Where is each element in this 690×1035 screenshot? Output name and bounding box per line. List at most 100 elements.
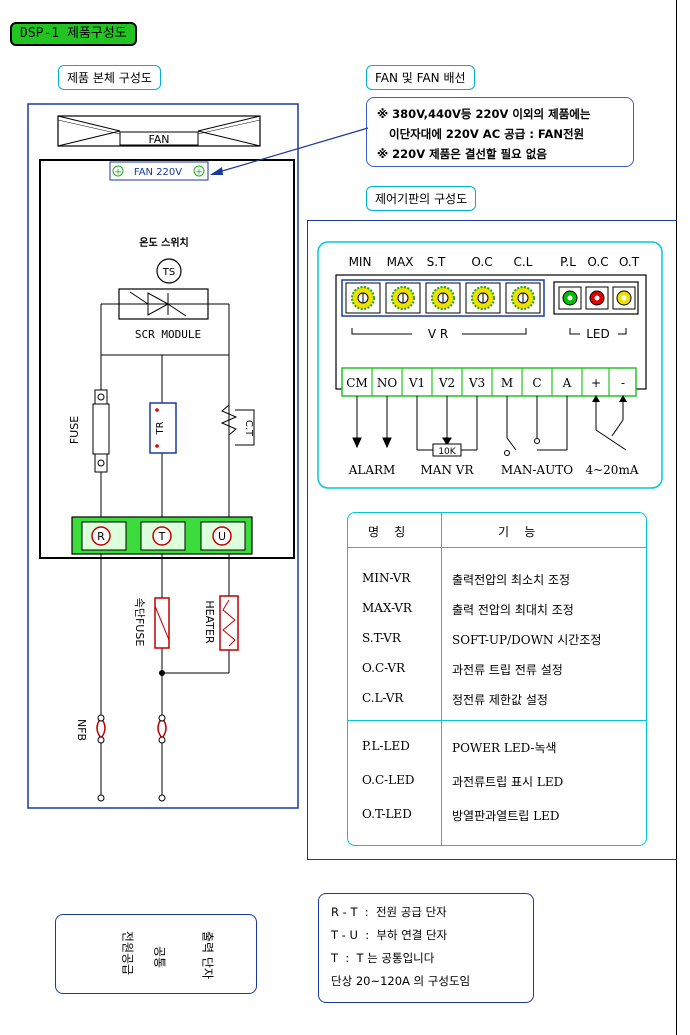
label-max: MAX [387, 255, 414, 269]
legend-col2: 공통 [152, 945, 167, 969]
fan-section-title: FAN 및 FAN 배선 [366, 65, 475, 90]
term-c: C [532, 376, 541, 390]
fan-shape [57, 115, 261, 147]
page-right-border [676, 0, 677, 1035]
fan-note-line1: ※ 380V,440V등 220V 이외의 제품에는 [377, 107, 591, 121]
terminal-notes-box: R - T : 전원 공급 단자 T - U : 부하 연결 단자 T : T … [318, 893, 534, 1003]
term-minus: - [621, 376, 625, 390]
fan-label: FAN [148, 133, 169, 146]
term-no: NO [377, 376, 398, 390]
scr-label: SCR MODULE [135, 328, 201, 341]
term-cm: CM [346, 376, 367, 390]
body-outer-frame [27, 103, 299, 809]
table-row: C.L-VR 정전류 제한값 설정 [348, 687, 646, 711]
legend-col1: 전원공급 [120, 930, 135, 976]
page-title: DSP-1 제품구성도 [10, 22, 137, 46]
row-function: 과전류트립 표시 LED [452, 775, 564, 789]
row-name: MIN-VR [362, 571, 411, 585]
fan-terminal-left [112, 165, 124, 177]
row-function: POWER LED-녹색 [452, 741, 557, 755]
term-plus: + [591, 376, 601, 390]
svg-text:+: + [195, 168, 203, 178]
table-row: O.T-LED 방열판과열트립 LED [348, 803, 646, 827]
table-row: O.C-LED 과전류트립 표시 LED [348, 769, 646, 793]
terminal-note-3: T : T 는 공통입니다 [331, 951, 435, 965]
label-man-auto: MAN-AUTO [501, 463, 573, 477]
inner-enclosure [39, 159, 295, 559]
row-function: 정전류 제한값 설정 [452, 693, 548, 707]
row-name: O.C-VR [362, 661, 406, 675]
term-v1: V1 [408, 376, 425, 390]
ts-label: TS [162, 267, 175, 278]
fan-terminal-block [109, 161, 209, 181]
control-section-title: 제어기판의 구성도 [366, 186, 477, 211]
resistor-10k [432, 443, 462, 457]
vr-label: V R [428, 327, 448, 341]
row-name: O.T-LED [362, 807, 412, 821]
row-function: SOFT-UP/DOWN 시간조정 [452, 633, 602, 647]
fan-note-box: ※ 380V,440V등 220V 이외의 제품에는 이단자대에 220V AC… [366, 97, 634, 167]
row-name: O.C-LED [362, 773, 415, 787]
sub-fuse-label: 속단FUSE [133, 598, 146, 647]
label-cl: C.L [514, 255, 533, 269]
control-board-diagram: MIN MAX S.T O.C C.L P.L O.C O.T V R [317, 241, 663, 489]
led-label: LED [586, 327, 610, 341]
table-row: S.T-VR SOFT-UP/DOWN 시간조정 [348, 627, 646, 651]
term-m: M [501, 376, 513, 390]
header-name: 명 칭 [368, 525, 406, 539]
control-terminal-dividers [371, 368, 610, 396]
table-row: P.L-LED POWER LED-녹색 [348, 735, 646, 759]
ct-label: C.T [243, 420, 254, 437]
heater-label: HEATER [203, 600, 216, 644]
term-a: A [562, 376, 572, 390]
table-divider [441, 513, 442, 845]
table-row: O.C-VR 과전류 트립 전류 설정 [348, 657, 646, 681]
fan-note-line2: 이단자대에 220V AC 공급 : FAN전원 [389, 127, 585, 141]
table-mid-divider [348, 720, 646, 721]
terminal-u: U [218, 530, 226, 543]
ct-coil [220, 404, 238, 436]
terminal-note-2: T - U : 부하 연결 단자 [331, 928, 448, 942]
row-name: S.T-VR [362, 631, 401, 645]
function-table: 명 칭 기 능 MIN-VR 출력전압의 최소치 조정 MAX-VR 출력 전압의 … [347, 512, 647, 846]
row-name: C.L-VR [362, 691, 404, 705]
legend-col3: 출력 단자 [200, 931, 215, 979]
term-v3: V3 [468, 376, 485, 390]
row-function: 출력전압의 최소치 조정 [452, 573, 571, 587]
table-row: MIN-VR 출력전압의 최소치 조정 [348, 567, 646, 591]
temp-switch-label: 온도 스위치 [139, 236, 188, 249]
row-function: 방열판과열트립 LED [452, 809, 560, 823]
function-table-header: 명 칭 기 능 [348, 513, 646, 548]
row-name: MAX-VR [362, 601, 412, 615]
control-outer-frame [307, 220, 677, 860]
nfb-label: NFB [75, 719, 88, 741]
label-oc-led: O.C [587, 255, 608, 269]
tr-label: TR [155, 421, 166, 435]
fuse-label: FUSE [68, 416, 81, 444]
terminal-note-4: 단상 20~120A 의 구성도임 [331, 974, 471, 988]
term-v2: V2 [438, 376, 455, 390]
tr-component [149, 402, 177, 454]
row-function: 출력 전압의 최대치 조정 [452, 603, 574, 617]
svg-text:+: + [114, 168, 122, 178]
control-terminal-strip [341, 367, 637, 397]
fan-terminal-label: FAN 220V [134, 167, 182, 178]
fan-note-line3: ※ 220V 제품은 결선할 필요 없음 [377, 147, 547, 161]
row-function: 과전류 트립 전류 설정 [452, 663, 563, 677]
label-min: MIN [349, 255, 372, 269]
label-4-20ma: 4~20mA [585, 463, 638, 477]
control-board-frame [317, 241, 663, 489]
label-ot: O.T [619, 255, 640, 269]
vr-knobs [345, 282, 541, 314]
table-row: MAX-VR 출력 전압의 최대치 조정 [348, 597, 646, 621]
fan-note-arrow [210, 127, 369, 175]
body-diagram: FAN + + FAN 220V 온도 스위치 TS SCR MODULE FU… [27, 103, 299, 809]
fan-terminal-right [193, 165, 205, 177]
terminal-t: T [158, 530, 166, 543]
label-st: S.T [427, 255, 446, 269]
ts-circle [156, 258, 182, 284]
terminal-r: R [97, 530, 105, 543]
row-name: P.L-LED [362, 739, 410, 753]
label-oc: O.C [471, 255, 492, 269]
legend-box: 전원공급 공통 출력 단자 [55, 914, 257, 994]
